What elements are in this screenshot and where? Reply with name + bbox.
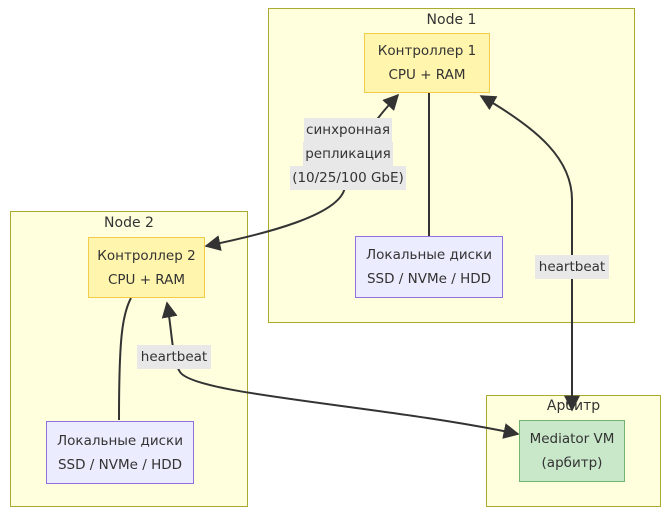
node-controller-1: Контроллер 1 CPU + RAM: [364, 33, 490, 93]
node-mediator-vm: Mediator VM (арбитр): [519, 420, 625, 482]
label-replication-3: (10/25/100 GbE): [286, 166, 410, 190]
disks-2-spec: SSD / NVMe / HDD: [57, 456, 183, 473]
cluster-node-1-title: Node 1: [426, 12, 477, 28]
node-disks-2: Локальные диски SSD / NVMe / HDD: [46, 421, 194, 484]
edge-controller2-disks2: [118, 297, 132, 421]
label-heartbeat-1: heartbeat: [535, 255, 609, 279]
label-heartbeat-2: heartbeat: [137, 345, 211, 369]
label-heartbeat-1-text: heartbeat: [538, 259, 606, 275]
label-replication-line2: репликация: [303, 142, 393, 166]
mediator-name: Mediator VM: [529, 431, 615, 447]
controller-1-spec: CPU + RAM: [388, 67, 466, 83]
controller-2-spec: CPU + RAM: [107, 271, 186, 288]
label-heartbeat-2-text: heartbeat: [140, 349, 208, 365]
controller-1-name: Контроллер 1: [377, 43, 477, 59]
mediator-role: (арбитр): [541, 455, 603, 471]
label-replication: синхронная: [286, 118, 410, 142]
controller-2-name: Контроллер 2: [97, 247, 196, 264]
cluster-node-2-title: Node 2: [104, 215, 154, 231]
disks-2-name: Локальные диски: [57, 432, 183, 449]
label-replication-line1: синхронная: [304, 118, 392, 142]
disks-1-name: Локальные диски: [366, 247, 492, 263]
label-replication-line3: (10/25/100 GbE): [290, 166, 406, 190]
label-replication-2: репликация: [286, 142, 410, 166]
node-disks-1: Локальные диски SSD / NVMe / HDD: [355, 236, 503, 298]
edge-heartbeat-2: [161, 301, 520, 439]
node-controller-2: Контроллер 2 CPU + RAM: [88, 237, 205, 298]
edge-heartbeat-1: [479, 95, 580, 412]
disks-1-spec: SSD / NVMe / HDD: [366, 271, 492, 287]
